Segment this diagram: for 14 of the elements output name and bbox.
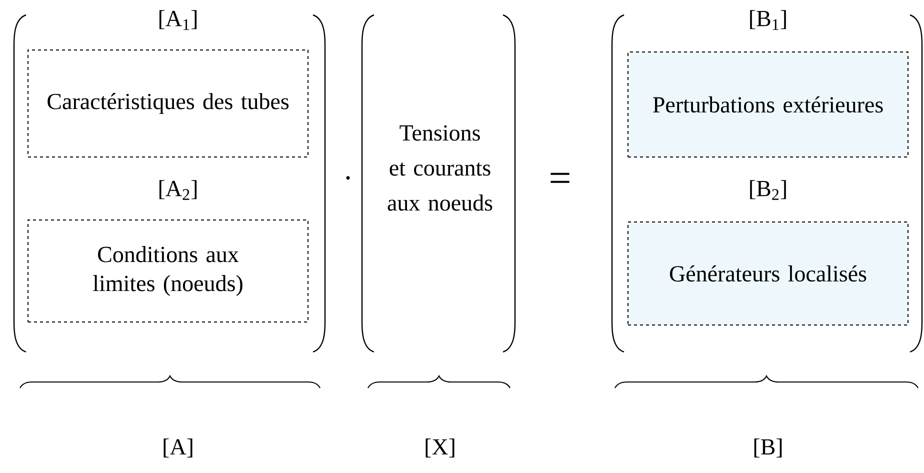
vector-text: Tensions et courants aux noeuds (388, 125, 492, 211)
box-heading: [A$_{2}$] (159, 180, 197, 200)
box-heading: [B$_{2}$] (750, 180, 786, 200)
multiplication-dot: · (346, 176, 350, 180)
box-heading: [A$_{1}$] (159, 10, 197, 30)
dashed-box: Perturbations extérieures (628, 52, 908, 158)
equals-sign: = (550, 172, 570, 183)
dashed-box: Générateurs localisés (628, 222, 908, 326)
box-heading: [B$_{1}$] (750, 10, 786, 30)
dashed-box: Conditions aux limites (noeuds) (28, 220, 308, 322)
dashed-box: Caractéristiques des tubes (28, 50, 308, 158)
matrix-label: [B] (754, 438, 782, 458)
matrix-label: [A] (164, 438, 192, 458)
matrix-label: [X] (426, 438, 454, 458)
